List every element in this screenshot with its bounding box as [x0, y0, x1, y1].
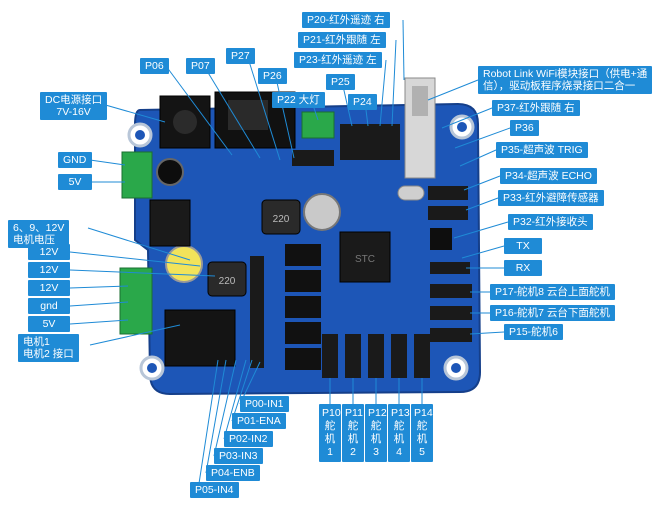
label-5v: 5V [28, 316, 70, 332]
label-p22: P22 大灯 [272, 92, 325, 108]
terminal-power-out [121, 151, 153, 199]
label-p04: P04-ENB [206, 465, 260, 481]
label-servo-5: P14 舵 机 5 [411, 404, 433, 462]
header-top [292, 124, 400, 166]
crystal [397, 185, 425, 201]
servo-1-c2: 机 [324, 433, 336, 445]
label-motor-voltage-line2: 电机电压 [13, 234, 55, 246]
label-p15: P15-舵机6 [504, 324, 564, 340]
ir-receiver [430, 228, 452, 250]
terminal-motor [119, 267, 153, 335]
servo-5-c1: 舵 [416, 420, 428, 432]
servo-3-c1: 舵 [370, 420, 382, 432]
label-servo-4: P13 舵 机 4 [388, 404, 410, 462]
label-p02: P02-IN2 [224, 431, 273, 447]
label-rx: RX [504, 260, 542, 276]
servo-2-n: 2 [350, 446, 356, 458]
label-p00: P00-IN1 [240, 396, 289, 412]
label-robot-link: Robot Link WiFi模块接口（供电+通 信），驱动板程序烧录接口二合一 [478, 66, 653, 94]
header-bottom [250, 256, 430, 378]
servo-1-pin: P10 [322, 407, 341, 419]
label-gnd: gnd [28, 298, 70, 314]
label-servo-2: P11 舵 机 2 [342, 404, 364, 462]
servo-4-c2: 机 [393, 433, 405, 445]
label-p07: P07 [186, 58, 215, 74]
mcu-chip [339, 231, 391, 283]
label-12v-c: 12V [28, 280, 70, 296]
label-motor-voltage-line1: 6、9、12V [13, 222, 65, 234]
label-p36: P36 [510, 120, 539, 136]
servo-3-pin: P12 [368, 407, 387, 419]
mcu-chip-text: STC [355, 254, 375, 265]
servo-4-n: 4 [396, 446, 402, 458]
label-robot-line1: Robot Link WiFi模块接口（供电+通 [483, 68, 648, 80]
servo-5-c2: 机 [416, 433, 428, 445]
label-p06: P06 [140, 58, 169, 74]
label-motor-voltage: 6、9、12V 电机电压 [8, 220, 70, 248]
label-dc-line2: 7V-16V [56, 106, 91, 118]
inductor-bottom-text: 220 [219, 276, 236, 287]
label-5v-top: 5V [58, 174, 92, 190]
inductor-bottom [207, 261, 247, 297]
label-p23: P23-红外遥迹 左 [294, 52, 382, 68]
servo-1-n: 1 [327, 446, 333, 458]
label-dc-power: DC电源接口 7V-16V [40, 92, 108, 120]
label-p37: P37-红外跟随 右 [492, 100, 580, 116]
label-motor2: 电机2 接口 [23, 348, 74, 360]
label-p17: P17-舵机8 云台上面舵机 [490, 284, 615, 300]
servo-2-pin: P11 [345, 407, 363, 419]
servo-5-n: 5 [419, 446, 425, 458]
label-p16: P16-舵机7 云台下面舵机 [490, 305, 615, 321]
label-servo-1: P10 舵 机 1 [319, 404, 341, 462]
mosfet-column [285, 244, 321, 370]
label-p21: P21-红外跟随 左 [298, 32, 386, 48]
servo-3-n: 3 [373, 446, 379, 458]
inductor-top [261, 199, 301, 235]
label-p26: P26 [258, 68, 287, 84]
terminal-p22 [301, 111, 335, 139]
label-p25: P25 [326, 74, 355, 90]
mounting-holes [127, 114, 475, 381]
label-p03: P03-IN3 [214, 448, 263, 464]
label-p32: P32-红外接收头 [508, 214, 593, 230]
header-right [428, 186, 472, 342]
capacitor-1 [156, 158, 184, 186]
leader-lines [69, 19, 511, 491]
motor-driver-ic [164, 309, 236, 367]
label-p33: P33-红外避障传感器 [498, 190, 604, 206]
servo-2-c1: 舵 [347, 420, 359, 432]
label-p05: P05-IN4 [190, 482, 239, 498]
label-p27: P27 [226, 48, 255, 64]
label-p35: P35-超声波 TRIG [496, 142, 588, 158]
servo-5-pin: P14 [414, 407, 433, 419]
servo-2-c2: 机 [347, 433, 359, 445]
label-tx: TX [504, 238, 542, 254]
label-motor-ports: 电机1 电机2 接口 [18, 334, 79, 362]
inductor-top-text: 220 [273, 214, 290, 225]
label-dc-line1: DC电源接口 [45, 94, 103, 106]
label-p01: P01-ENA [232, 413, 286, 429]
voltage-regulator [149, 199, 191, 247]
label-motor1: 电机1 [23, 336, 50, 348]
capacitor-2 [303, 193, 341, 231]
label-p24: P24 [348, 94, 377, 110]
servo-1-c1: 舵 [324, 420, 336, 432]
servo-4-c1: 舵 [393, 420, 405, 432]
label-gnd-top: GND [58, 152, 92, 168]
label-servo-3: P12 舵 机 3 [365, 404, 387, 462]
label-p20: P20-红外遥迹 右 [302, 12, 390, 28]
label-12v-b: 12V [28, 262, 70, 278]
label-p34: P34-超声波 ECHO [500, 168, 597, 184]
label-robot-line2: 信），驱动板程序烧录接口二合一 [483, 80, 636, 92]
label-12v-a: 12V [28, 244, 70, 260]
servo-3-c2: 机 [370, 433, 382, 445]
servo-4-pin: P13 [391, 407, 410, 419]
